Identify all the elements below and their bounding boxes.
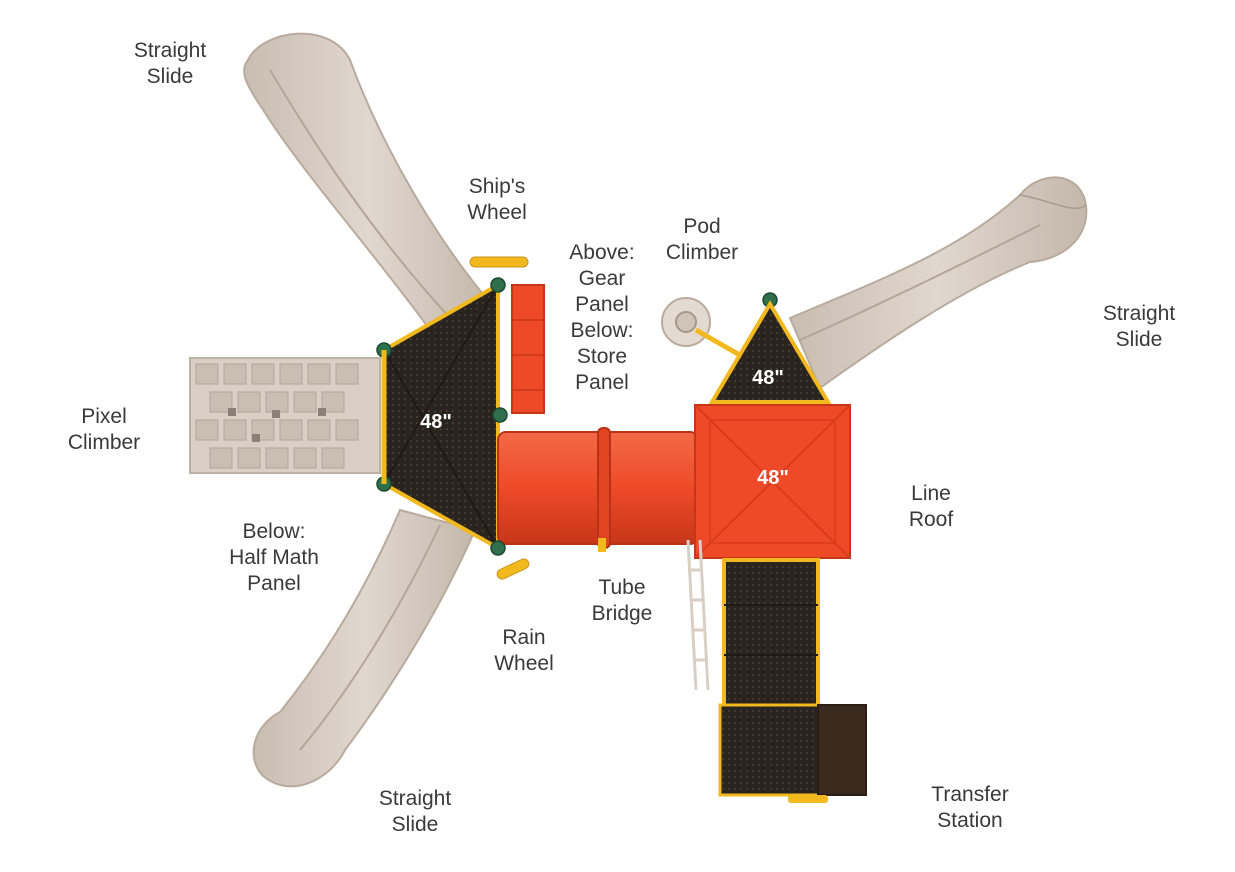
- left-deck: 48": [382, 281, 500, 552]
- pixel-climber: [189, 357, 381, 474]
- right-deck-height: 48": [752, 367, 784, 389]
- roof-deck-height: 48": [757, 467, 789, 489]
- straight-slide-top-left: [243, 32, 494, 332]
- transfer-station: [718, 703, 867, 803]
- tube-bridge: [497, 427, 699, 552]
- label-straight-slide-top-left: Straight Slide: [133, 39, 207, 88]
- pod-climber: [661, 297, 747, 361]
- line-roof: 48": [694, 404, 851, 559]
- label-straight-slide-bottom: Straight Slide: [378, 787, 452, 836]
- label-line-roof: Line Roof: [908, 482, 954, 531]
- left-deck-height: 48": [420, 411, 452, 433]
- label-pod-climber: Pod Climber: [665, 215, 739, 264]
- label-transfer-station: Transfer Station: [931, 783, 1009, 832]
- stair-walkway: [686, 539, 820, 710]
- gear-store-panel: [511, 284, 545, 414]
- rain-wheel: [496, 558, 530, 580]
- straight-slide-bottom: [252, 508, 477, 788]
- label-ships-wheel: Ship's Wheel: [467, 175, 527, 224]
- label-straight-slide-right: Straight Slide: [1102, 302, 1176, 351]
- label-pixel-climber: Pixel Climber: [67, 405, 141, 454]
- ships-wheel: [469, 256, 529, 268]
- label-rain-wheel: Rain Wheel: [494, 626, 554, 675]
- right-triangle-deck: 48": [708, 300, 832, 404]
- label-half-math-panel: Below: Half Math Panel: [229, 520, 319, 595]
- label-tube-bridge: Tube Bridge: [591, 576, 653, 625]
- straight-slide-right: [788, 176, 1088, 390]
- label-gear-store-panel: Above: Gear Panel Below: Store Panel: [569, 241, 635, 394]
